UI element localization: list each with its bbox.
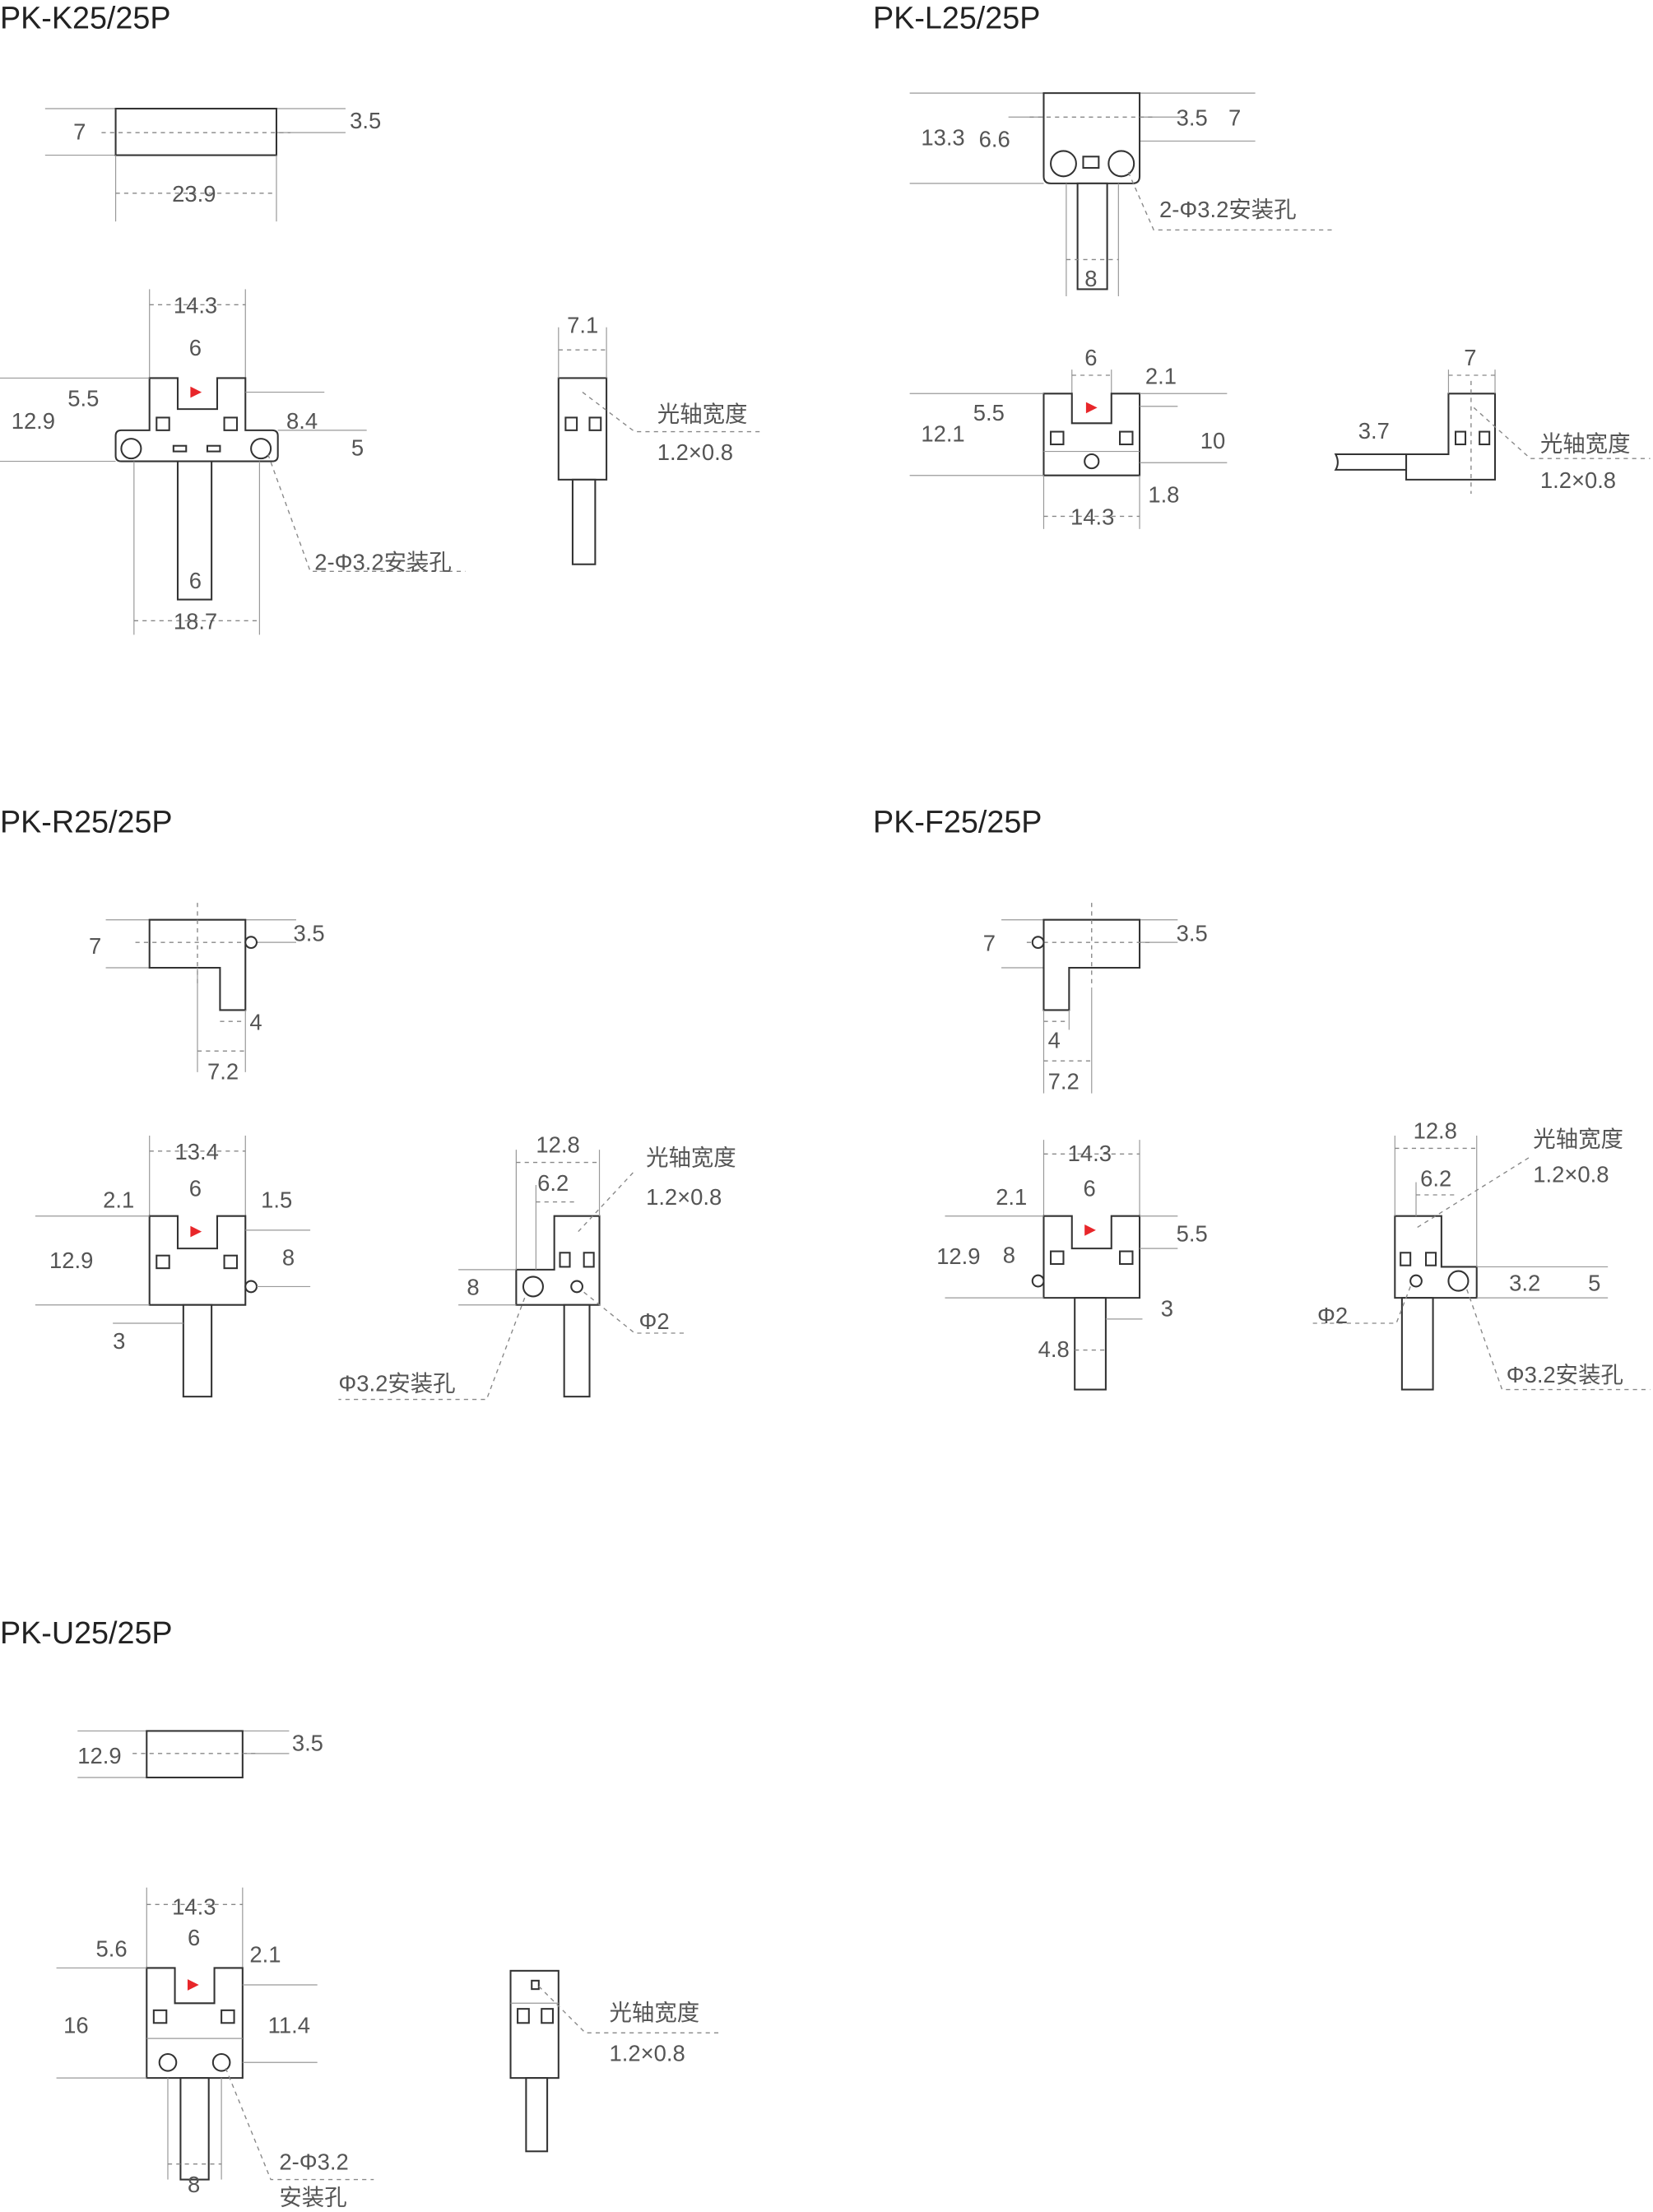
dimension-label: 4: [1048, 1028, 1061, 1053]
dimension-label: Φ2: [1317, 1303, 1348, 1328]
dimension-label: 13.4: [175, 1139, 219, 1164]
dimension-label: 1.5: [261, 1187, 292, 1212]
dimension-label: 5: [1588, 1271, 1600, 1296]
dimension-label: 光轴宽度: [657, 402, 748, 427]
dimension-label: 8: [282, 1245, 295, 1271]
model-title-r: PK-R25/25P: [0, 804, 173, 839]
dimension-label: 1.2×0.8: [646, 1184, 722, 1210]
dimension-label: 5.5: [1177, 1221, 1208, 1247]
pk-f-drawing: [945, 903, 1651, 1391]
pk-u-drawing: [56, 1730, 720, 2181]
dimension-label: 1.8: [1148, 481, 1179, 507]
dimension-label: 3: [1161, 1295, 1173, 1321]
dimension-label: 7: [1464, 345, 1476, 370]
dimension-label: 3.7: [1358, 418, 1390, 444]
dimension-label: 7.2: [1048, 1068, 1080, 1094]
dimension-label: 11.4: [268, 2012, 310, 2038]
dimension-label: 2-Φ3.2安装孔: [314, 550, 452, 575]
dimension-label: 18.7: [174, 609, 217, 634]
dimension-label: 14.3: [1070, 504, 1114, 530]
model-title-k: PK-K25/25P: [0, 0, 170, 35]
dimension-label: 3.2: [1509, 1271, 1540, 1296]
pk-k-drawing: [0, 107, 762, 635]
dimension-label: 光轴宽度: [646, 1145, 736, 1170]
dimension-label: 7: [89, 933, 101, 959]
model-title-l: PK-L25/25P: [873, 0, 1040, 35]
dimension-label: 14.3: [174, 293, 217, 318]
dimension-label: 8: [188, 2172, 200, 2197]
dimension-label: 14.3: [172, 1894, 216, 1919]
dimension-label: 光轴宽度: [1540, 431, 1631, 457]
dimension-label: 12.9: [936, 1243, 980, 1269]
dimension-label: 23.9: [172, 181, 216, 207]
dimension-label: 3: [113, 1328, 125, 1354]
dimension-label: 16: [63, 2012, 88, 2038]
dimension-label: 安装孔: [279, 2184, 346, 2210]
dimension-label: 6: [188, 1925, 200, 1950]
dimension-label: 2-Φ3.2: [279, 2149, 348, 2175]
dimension-label: 2.1: [249, 1942, 281, 1968]
dimension-label: 6: [189, 1176, 202, 1201]
dimension-label: 1.2×0.8: [1540, 467, 1616, 493]
dimension-label: Φ3.2安装孔: [1507, 1362, 1623, 1387]
dimension-label: 2.1: [1145, 363, 1177, 388]
dimension-label: 6.2: [1420, 1166, 1451, 1192]
dimension-label: 14.3: [1068, 1141, 1112, 1166]
dimension-label: 12.8: [536, 1132, 579, 1158]
dimension-label: 6.2: [537, 1170, 569, 1196]
dimension-label: 6: [189, 335, 202, 360]
dimension-label: 13.3: [921, 125, 964, 151]
dimension-label: 12.1: [921, 421, 964, 447]
dimension-label: 3.5: [350, 108, 381, 133]
dimension-label: 2.1: [996, 1184, 1027, 1210]
dimension-label: 8: [1084, 266, 1097, 291]
dimension-label: 7: [983, 930, 996, 955]
dimension-label: 8: [467, 1275, 479, 1300]
dimension-label: 5.5: [67, 386, 99, 411]
dimension-label: 光轴宽度: [610, 2000, 700, 2025]
dimension-label: 7.2: [207, 1058, 239, 1084]
dimension-label: 8.4: [286, 408, 318, 434]
dimension-label: 3.5: [294, 920, 325, 946]
dimension-label: 7: [73, 119, 86, 145]
dimension-label: 2-Φ3.2安装孔: [1159, 197, 1297, 222]
dimension-label: 1.2×0.8: [1533, 1162, 1609, 1187]
dimension-label: 8: [1003, 1242, 1015, 1267]
dimension-label: 5: [351, 435, 364, 461]
dimension-label: 3.5: [1177, 920, 1208, 946]
model-title-u: PK-U25/25P: [0, 1615, 173, 1650]
dimension-label: 1.2×0.8: [610, 2041, 685, 2066]
dimension-label: 6.6: [979, 126, 1010, 151]
dimension-label: 10: [1200, 428, 1225, 453]
dimension-label: 光轴宽度: [1533, 1127, 1623, 1152]
dimension-label: 7.1: [567, 313, 598, 338]
model-title-f: PK-F25/25P: [873, 804, 1042, 839]
dimension-label: 2.1: [103, 1187, 134, 1212]
dimension-label: 12.9: [12, 408, 55, 434]
dimension-label: 3.5: [292, 1730, 323, 1755]
dimension-label: 3.5: [1177, 105, 1208, 131]
pk-r-drawing: [35, 903, 685, 1401]
dimension-label: 7: [1228, 105, 1241, 131]
dimension-label: 6: [1083, 1176, 1095, 1201]
dimension-label: 5.5: [973, 400, 1005, 425]
pk-l-drawing: [909, 92, 1651, 529]
dimension-label: 5.6: [96, 1936, 128, 1962]
dimension-label: 6: [189, 568, 202, 593]
dimension-label: 12.9: [49, 1248, 93, 1273]
dimension-label: 4.8: [1038, 1336, 1070, 1362]
dimension-label: 12.9: [77, 1743, 121, 1768]
dimension-label: 12.8: [1414, 1118, 1457, 1143]
dimension-label: Φ2: [639, 1308, 670, 1334]
dimension-label: Φ3.2安装孔: [338, 1370, 455, 1396]
dimension-label: 4: [249, 1009, 262, 1034]
dimension-label: 6: [1084, 345, 1097, 370]
dimension-label: 1.2×0.8: [657, 439, 733, 465]
